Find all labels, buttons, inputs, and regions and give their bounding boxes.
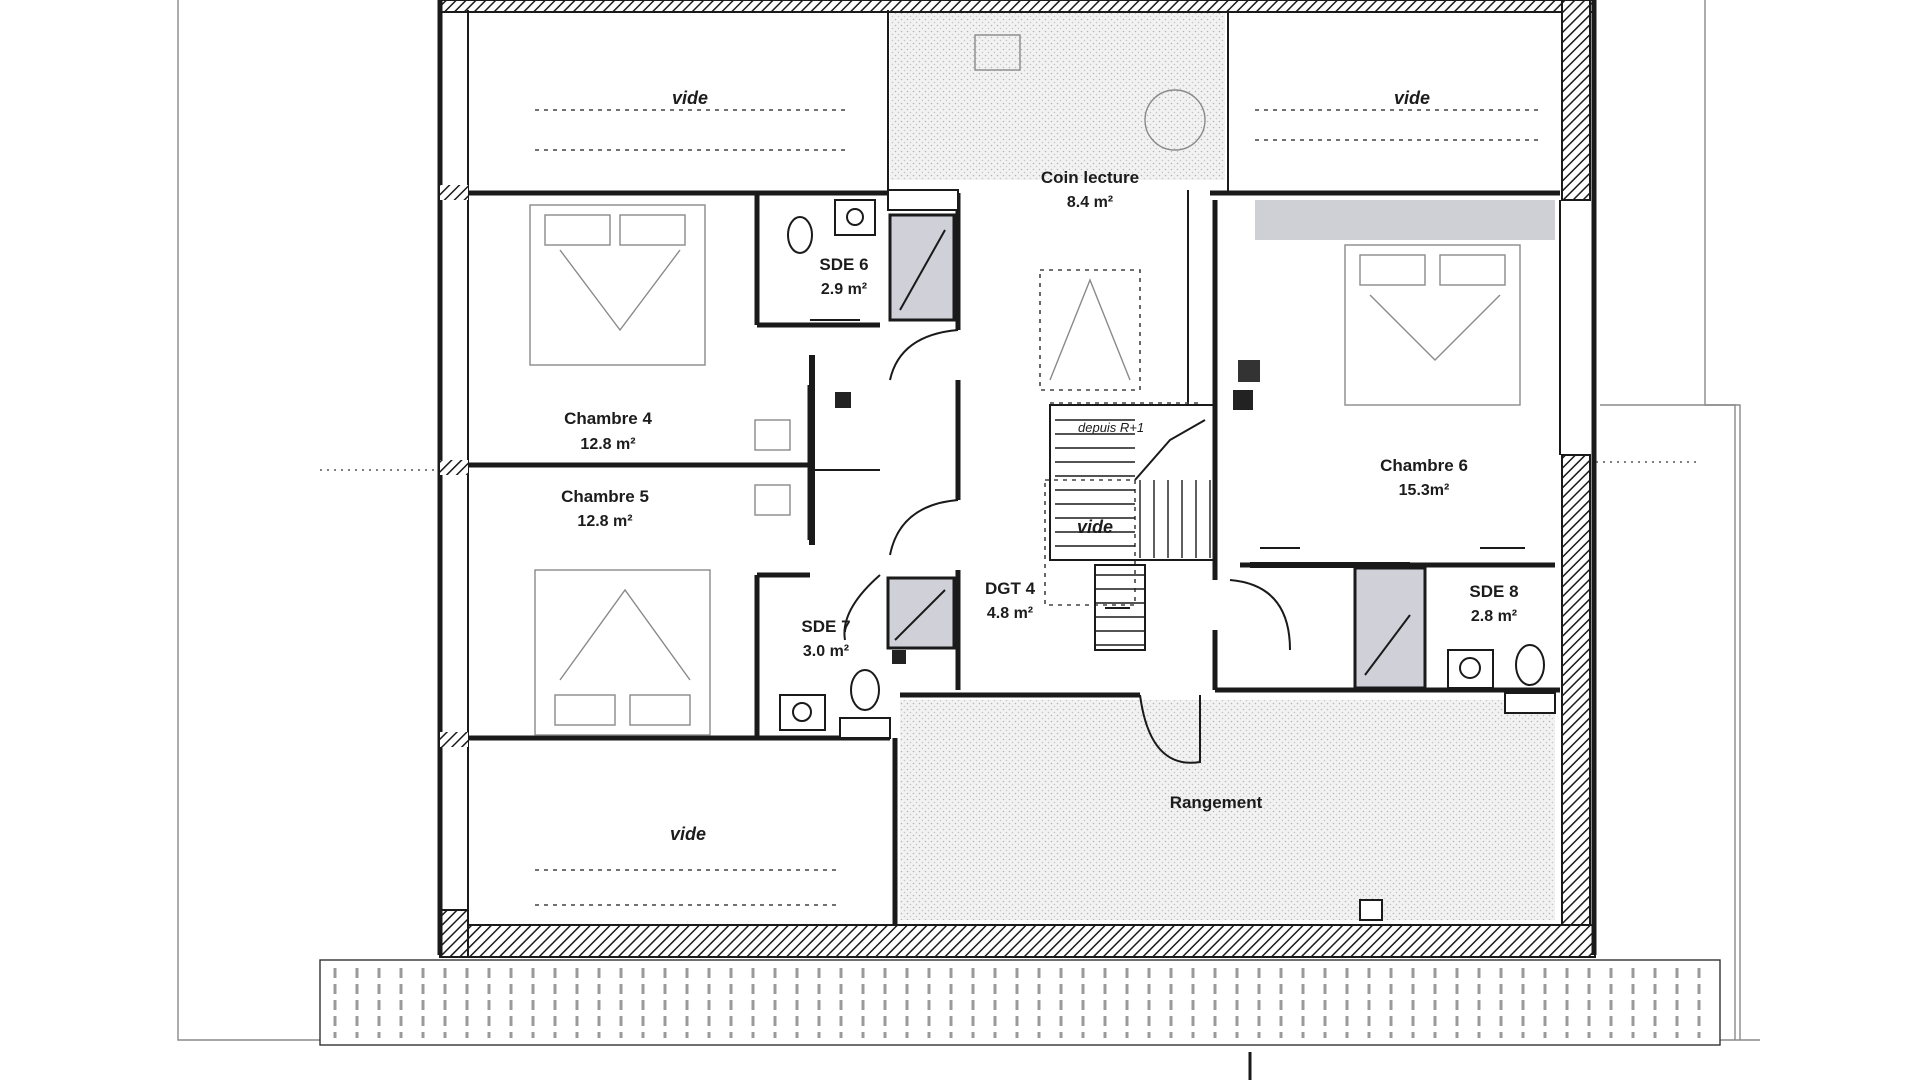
- roof-eaves: [319, 959, 1721, 1080]
- furniture: [529, 34, 1540, 906]
- coin-lecture-area: 8.4 m²: [1067, 194, 1113, 211]
- exterior-walls: [437, 0, 1597, 958]
- stair-note: depuis R+1: [1078, 420, 1144, 435]
- room-labels: vide vide vide vide Coin lecture 8.4 m² …: [561, 88, 1519, 844]
- chambre4-name: Chambre 4: [564, 409, 652, 428]
- vide-bottom-left-label: vide: [670, 824, 706, 844]
- sde7-name: SDE 7: [801, 617, 850, 636]
- doors: [810, 329, 1291, 764]
- rangement-name: Rangement: [1170, 793, 1263, 812]
- sde8-name: SDE 8: [1469, 582, 1518, 601]
- shaded-areas: [890, 10, 1555, 920]
- chambre4-area: 12.8 m²: [580, 436, 635, 453]
- vide-stair-label: vide: [1077, 517, 1113, 537]
- chambre5-area: 12.8 m²: [577, 513, 632, 530]
- sde6-name: SDE 6: [819, 255, 868, 274]
- staircase: [1044, 402, 1216, 651]
- coin-lecture-name: Coin lecture: [1041, 168, 1139, 187]
- sde7-area: 3.0 m²: [803, 643, 849, 660]
- sde8-area: 2.8 m²: [1471, 608, 1517, 625]
- vide-top-right-label: vide: [1394, 88, 1430, 108]
- sde6-area: 2.9 m²: [821, 281, 867, 298]
- vide-top-left-label: vide: [672, 88, 708, 108]
- dgt4-name: DGT 4: [985, 579, 1036, 598]
- fixtures: [779, 189, 1556, 921]
- dgt4-area: 4.8 m²: [987, 605, 1033, 622]
- chambre5-name: Chambre 5: [561, 487, 649, 506]
- chambre6-area: 15.3m²: [1399, 482, 1450, 499]
- chambre6-name: Chambre 6: [1380, 456, 1468, 475]
